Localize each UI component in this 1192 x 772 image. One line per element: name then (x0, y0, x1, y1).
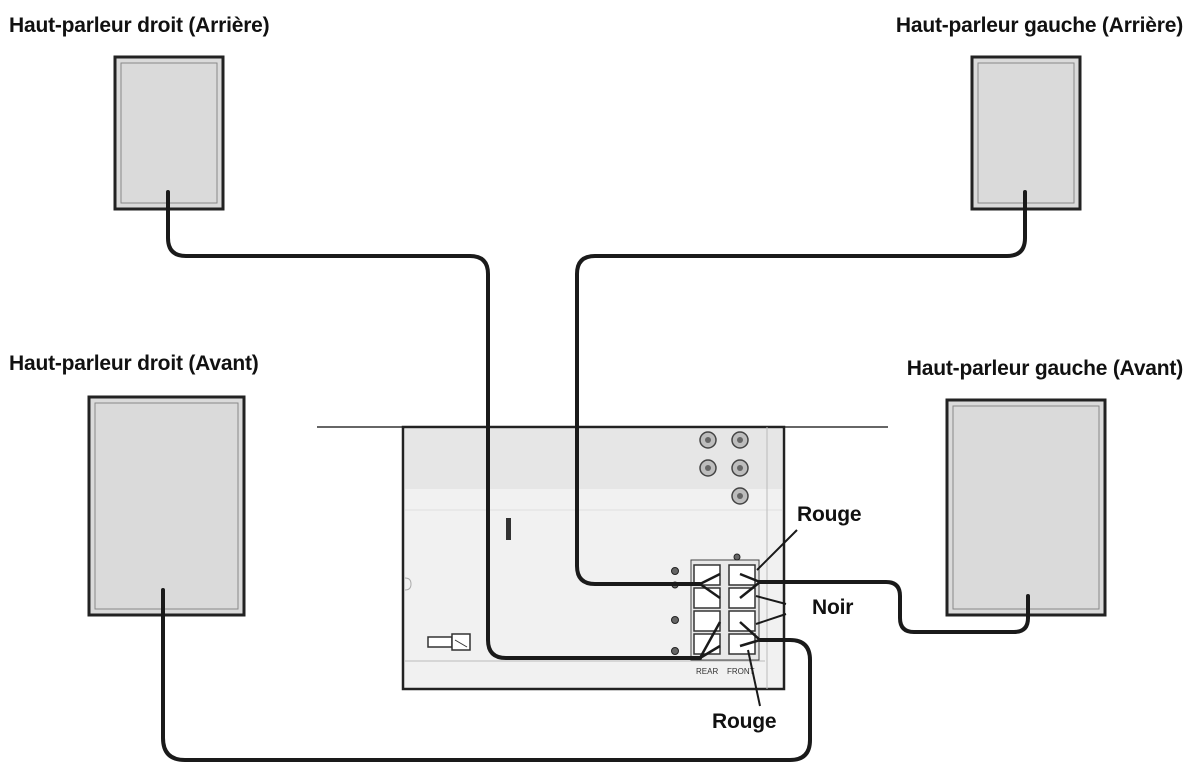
label-rear-left-speaker: Haut-parleur gauche (Arrière) (895, 14, 1183, 37)
terminal-label-front: FRONT (727, 667, 755, 676)
cable-rear-right (166, 190, 702, 660)
cable-front-left (758, 580, 1030, 634)
speaker-rear-left (970, 55, 1082, 211)
label-wire-black: Noir (812, 596, 854, 619)
terminal-rear-2 (693, 587, 721, 609)
jack-center (737, 493, 743, 499)
unit-notch (404, 577, 412, 591)
label-rear-right-speaker: Haut-parleur droit (Arrière) (9, 14, 270, 37)
plug-symbol-icon (427, 633, 471, 651)
unit-top-band (405, 429, 782, 489)
terminal-label-rear: REAR (696, 667, 718, 676)
label-front-left-speaker: Haut-parleur gauche (Avant) (906, 357, 1183, 380)
label-pointers (747, 529, 798, 707)
cable-front-right (161, 588, 812, 762)
receiver-unit: REAR FRONT (317, 425, 888, 691)
terminal-front-4 (728, 633, 756, 655)
jack-center (737, 437, 743, 443)
label-front-right-speaker: Haut-parleur droit (Avant) (9, 352, 259, 375)
cable-rear-left (575, 190, 1027, 586)
label-wire-bottom-red: Rouge (712, 710, 777, 733)
terminal-rear-3 (693, 610, 721, 632)
wire-forks (698, 572, 761, 660)
speaker-cables (161, 190, 1030, 762)
pointer-bottom-red (747, 649, 761, 707)
jack-center (705, 437, 711, 443)
pointer-top-red (756, 529, 798, 571)
rca-jack-centers (705, 437, 743, 499)
speaker-rear-right (113, 55, 225, 211)
speaker-front-right (87, 395, 246, 617)
label-wire-top-red: Rouge (797, 503, 862, 526)
speaker-front-left (945, 398, 1107, 617)
unit-slot (506, 518, 511, 540)
pointer-black-1 (755, 595, 787, 605)
terminal-front-3 (728, 610, 756, 632)
jack-center (705, 465, 711, 471)
pointer-black-2 (755, 613, 787, 625)
jack-center (737, 465, 743, 471)
